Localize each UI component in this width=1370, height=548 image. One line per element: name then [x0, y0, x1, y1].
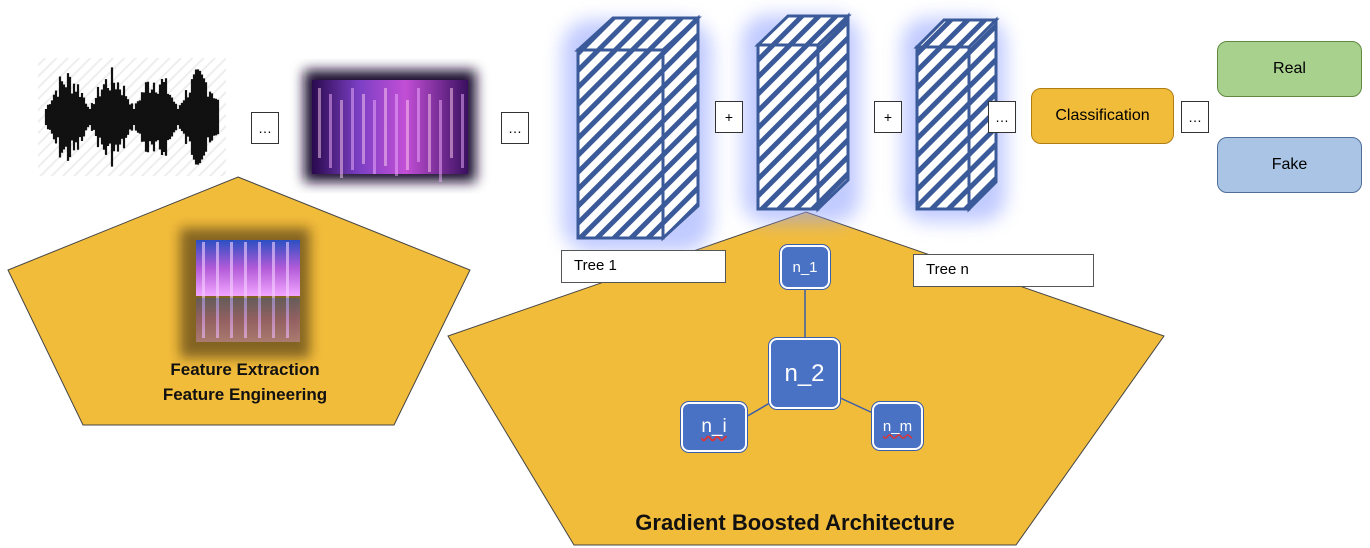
node-ni: n_i	[681, 402, 747, 452]
tree-n-label: Tree n	[913, 254, 1094, 287]
tree-block-1	[562, 14, 712, 252]
fake-output-box: Fake	[1217, 137, 1362, 193]
plus-box-1: +	[715, 101, 743, 133]
feature-title-line-2: Feature Engineering	[162, 385, 328, 404]
ellipsis-box-3: …	[988, 101, 1016, 133]
feature-panel-title: Feature Extraction Feature Engineering	[120, 357, 370, 407]
node-n2-label: n_2	[784, 359, 825, 387]
edge-n2-nm	[835, 395, 876, 415]
node-ni-label: n_i	[701, 416, 727, 437]
ellipsis-box-2: …	[501, 112, 529, 144]
plus-box-2: +	[874, 101, 902, 133]
node-n1: n_1	[780, 245, 830, 289]
waveform-image	[38, 58, 226, 176]
feature-title-line-1: Feature Extraction	[170, 360, 320, 379]
gradient-panel-title: Gradient Boosted Architecture	[635, 510, 955, 535]
feature-spectrogram-image	[180, 228, 310, 358]
tree-block-3	[902, 16, 1006, 222]
node-nm: n_m	[872, 402, 923, 450]
ellipsis-box-1: …	[251, 112, 279, 144]
tree-1-label: Tree 1	[561, 250, 726, 283]
tree-block-2	[742, 12, 860, 223]
node-n1-label: n_1	[792, 258, 818, 276]
ellipsis-box-4: …	[1181, 101, 1209, 133]
node-n2: n_2	[769, 338, 840, 409]
spectrogram-image	[304, 70, 476, 182]
node-nm-label: n_m	[882, 417, 913, 435]
real-output-box: Real	[1217, 41, 1362, 97]
classification-box: Classification	[1031, 88, 1174, 144]
